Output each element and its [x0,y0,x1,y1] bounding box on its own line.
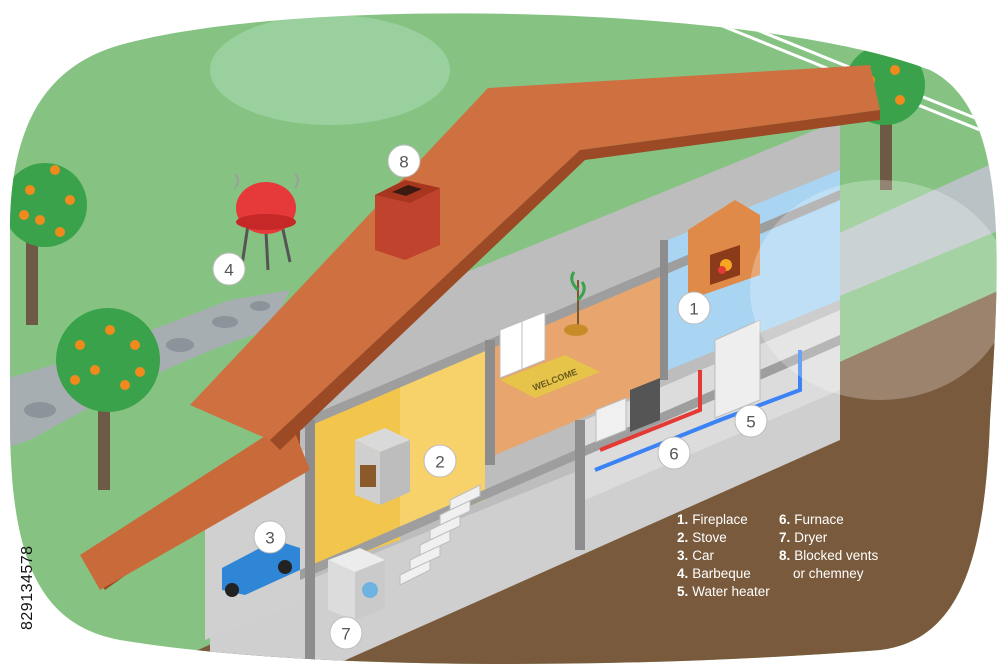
badge-5: 5 [734,404,768,438]
dryer [328,548,385,620]
badge-7: 7 [329,616,363,650]
legend-item: 5.Water heater [677,584,770,599]
chimney [375,180,440,260]
svg-text:6: 6 [669,445,678,464]
fireplace [688,200,760,300]
svg-text:1: 1 [689,300,698,319]
tree-left-top [10,163,87,325]
house: WELCOME [205,120,840,664]
svg-text:8: 8 [399,153,408,172]
legend-item: 8.Blocked vents [779,548,879,563]
legend-item: 7.Dryer [779,530,828,545]
barbeque [234,173,299,271]
svg-text:4: 4 [224,261,233,280]
badge-8: 8 [387,144,421,178]
svg-text:7: 7 [341,625,350,644]
water-heater [714,319,761,419]
badge-2: 2 [423,444,457,478]
stock-id-label: 829134578 [2,430,36,640]
cold-pipe [594,350,802,472]
glow [750,180,997,400]
window [499,311,546,379]
roof [80,65,880,590]
svg-text:2: 2 [435,453,444,472]
badge-1: 1 [677,291,711,325]
svg-text:5: 5 [746,413,755,432]
legend-item: 2.Stove [677,530,727,545]
legend-right: 6.Furnace 7.Dryer 8.Blocked vents or che… [779,511,878,583]
furnace [595,378,660,443]
legend-item: 6.Furnace [779,512,844,527]
potted-plant [564,271,588,336]
badge-3: 3 [253,520,287,554]
badge-6: 6 [657,436,691,470]
svg-text:3: 3 [265,529,274,548]
utility-room [585,310,840,500]
legend-item-continuation: or chemney [793,566,864,581]
stove [355,428,410,505]
callout-badges: 1 2 3 4 5 6 7 8 [212,144,768,650]
legend-item: 4.Barbeque [677,566,751,581]
hot-pipe [599,370,702,452]
legend-item: 1.Fireplace [677,512,748,527]
light-patch [210,15,450,125]
legend-item: 3.Car [677,548,715,563]
car [222,540,300,597]
stock-id-text: 829134578 [19,545,36,630]
badge-4: 4 [212,252,246,286]
stairs [399,484,481,586]
legend-left: 1.Fireplace 2.Stove 3.Car 4.Barbeque 5.W… [677,511,770,601]
tree-left-bottom [56,308,160,490]
